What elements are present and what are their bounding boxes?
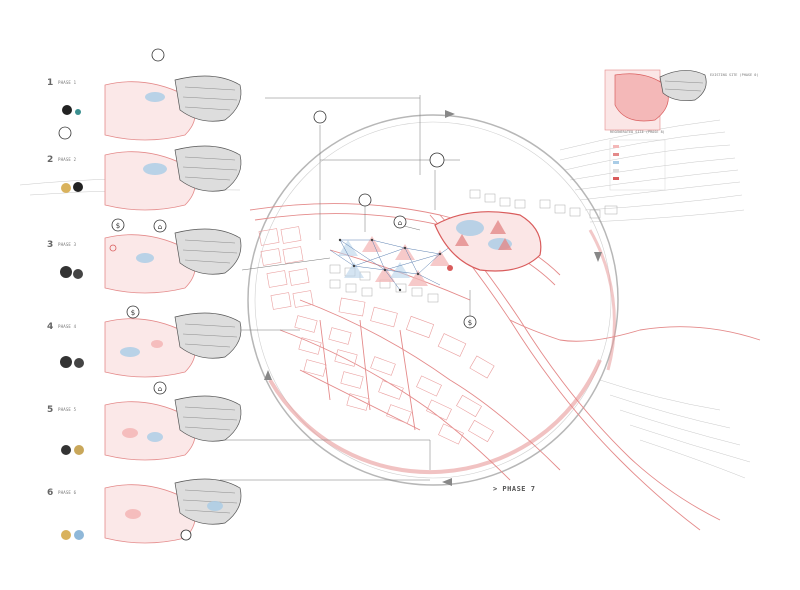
dollar-icon	[463, 315, 477, 329]
phase-title: PHASE 1	[58, 80, 77, 85]
svg-text:$: $	[468, 319, 472, 327]
tree-icon	[61, 445, 71, 455]
compass-icon	[358, 193, 372, 207]
phase-3-diagram	[104, 228, 242, 294]
svg-text:⌂: ⌂	[158, 223, 162, 231]
phase-1-diagram	[104, 75, 242, 141]
phase-7-label: > PHASE 7	[493, 485, 536, 493]
phase-number: 3	[47, 240, 54, 250]
svg-text:⌂: ⌂	[158, 385, 162, 393]
phase-number: 1	[47, 78, 54, 88]
regenerated-site-label: REGENERATED SITE (PHASE 8)	[610, 130, 665, 134]
tree-icon	[61, 530, 71, 540]
house-icon	[153, 381, 167, 395]
phase-number: 6	[47, 488, 54, 498]
svg-text:$: $	[116, 222, 120, 230]
compass-icon	[151, 48, 165, 62]
house-icon	[393, 215, 407, 229]
tree-icon	[62, 105, 72, 115]
pictogram-glyphs: $ $ $ ⌂ ⌂ ⌂	[116, 219, 472, 393]
phase-diagrams	[104, 75, 242, 544]
phase-6-diagram	[104, 478, 242, 544]
phase-4-diagram	[104, 312, 242, 378]
activity-network	[329, 236, 461, 292]
cycle-arc-pink	[268, 359, 602, 475]
cycle-circle-inner	[254, 121, 612, 479]
tree-icons	[60, 105, 84, 540]
regeneration-zone	[434, 211, 542, 272]
phase-5-diagram	[104, 395, 242, 461]
phase-2-diagram	[104, 145, 242, 211]
svg-text:$: $	[131, 309, 135, 317]
tree-icon	[74, 358, 84, 368]
phase-title: PHASE 5	[58, 407, 77, 412]
tree-icon	[61, 183, 71, 193]
phase-number: 5	[47, 405, 54, 415]
cycle-arc-pink-right	[588, 229, 616, 371]
phase-number: 4	[47, 322, 54, 332]
city-blocks	[258, 226, 495, 445]
tree-icon	[60, 266, 72, 278]
people-icon	[429, 152, 445, 168]
phase-title: PHASE 6	[58, 490, 77, 495]
svg-text:⌂: ⌂	[398, 219, 402, 227]
tree-icon	[60, 356, 72, 368]
tree-icon	[75, 109, 81, 115]
dollar-icon	[126, 305, 140, 319]
phase-title: PHASE 2	[58, 157, 77, 162]
people-icon	[313, 110, 327, 124]
existing-site-label: EXISTING SITE (PHASE 0)	[710, 73, 759, 77]
tree-icon	[74, 445, 84, 455]
cycle-circle	[247, 114, 619, 486]
house-icon	[180, 529, 192, 541]
phase-number: 2	[47, 155, 54, 165]
phase-title: PHASE 4	[58, 324, 77, 329]
people-icon	[58, 126, 72, 140]
pictogram-icons	[58, 48, 477, 541]
house-icon	[153, 219, 167, 233]
tree-icon	[73, 182, 83, 192]
existing-site-diagram	[604, 69, 707, 191]
phase-title: PHASE 3	[58, 242, 77, 247]
cycle-arrows	[264, 110, 602, 486]
dollar-icon	[111, 218, 125, 232]
tree-icon	[73, 269, 83, 279]
tree-icon	[74, 530, 84, 540]
annotation-lines	[215, 95, 471, 481]
